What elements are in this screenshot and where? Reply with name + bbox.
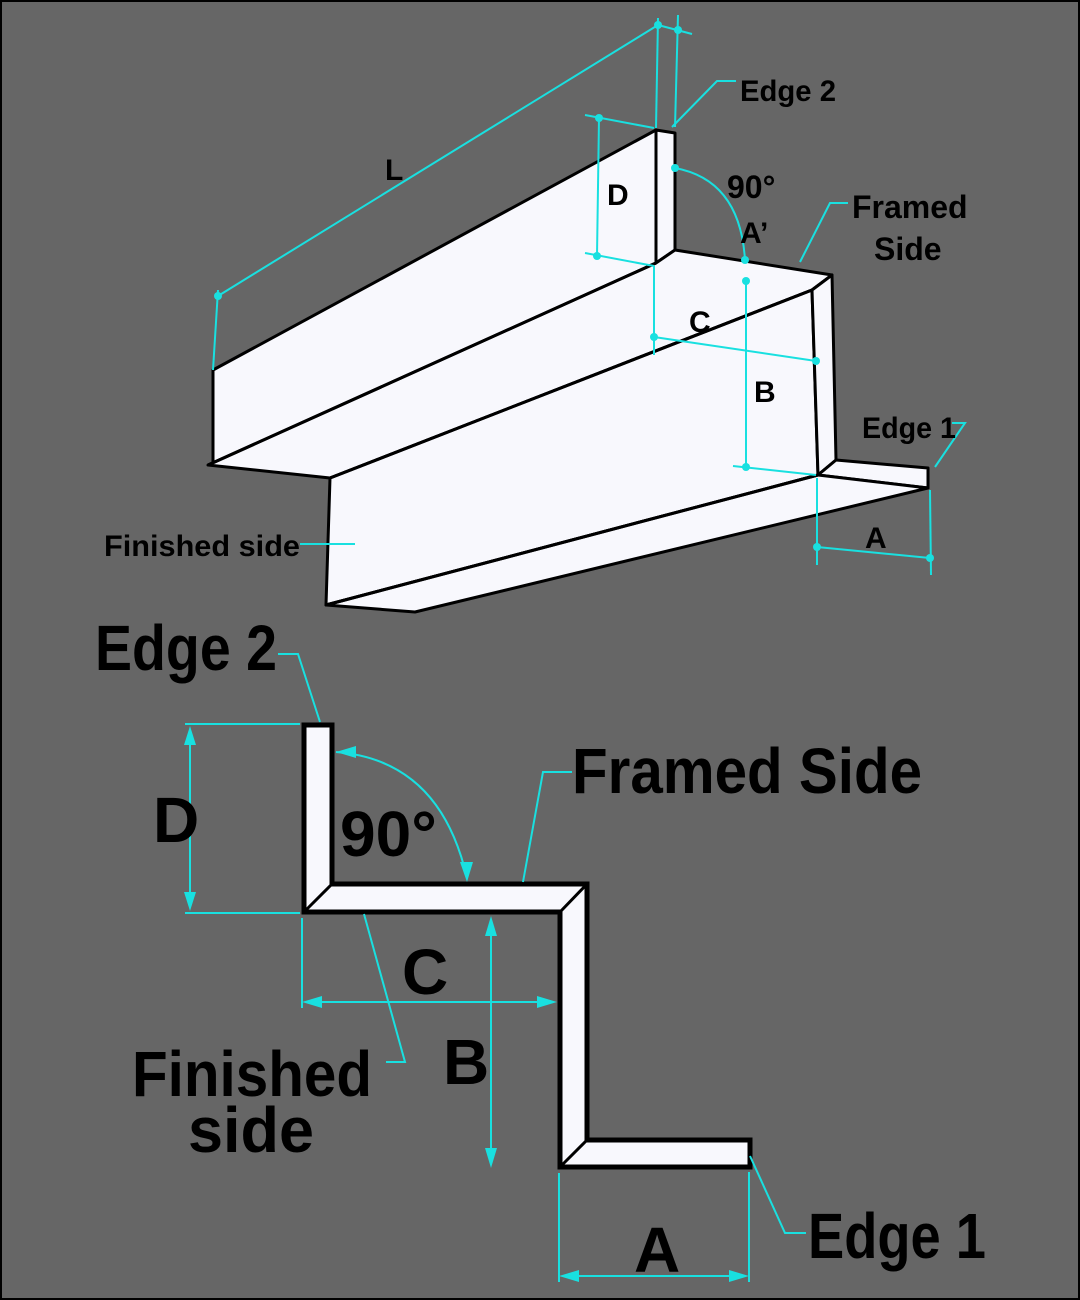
iso-edge2-end	[654, 128, 677, 265]
label-angle-name: A’	[740, 217, 768, 250]
isometric-view: L Edge 2 D 90° A’ Framed Side C	[104, 14, 968, 614]
label-finished-side-profile-1: Finished	[132, 1038, 372, 1110]
label-c-profile: C	[402, 936, 448, 1008]
dim-d-iso	[584, 114, 655, 267]
iso-b-end	[810, 273, 838, 477]
label-c-iso: C	[689, 306, 711, 339]
label-finished-side-profile-2: side	[188, 1094, 314, 1166]
label-b-profile: B	[443, 1026, 489, 1098]
label-framed-side-profile: Framed Side	[572, 735, 922, 807]
label-b-iso: B	[754, 376, 776, 409]
label-l: L	[385, 154, 403, 187]
label-d-iso: D	[607, 179, 629, 212]
dim-a-profile	[558, 1172, 750, 1282]
label-framed-side-iso-2: Side	[874, 231, 942, 267]
label-edge2-profile: Edge 2	[95, 612, 277, 684]
label-d-profile: D	[153, 784, 199, 856]
dim-a-iso	[813, 478, 934, 576]
label-finished-side-iso: Finished side	[104, 530, 300, 563]
z-profile	[301, 722, 753, 1170]
dim-b-iso	[732, 277, 817, 476]
label-edge2-iso: Edge 2	[740, 75, 836, 108]
label-edge1-iso: Edge 1	[862, 412, 956, 445]
label-a-profile: A	[634, 1214, 680, 1286]
dim-b-profile	[485, 916, 497, 1168]
label-angle-iso: 90°	[727, 169, 775, 205]
dim-c-iso	[650, 266, 820, 365]
label-edge1-profile: Edge 1	[808, 1200, 986, 1272]
dim-d-profile	[184, 723, 300, 914]
dim-l	[212, 14, 693, 371]
profile-view: Edge 2 D 90° Framed Side C Finished	[95, 612, 986, 1286]
label-angle-profile: 90°	[340, 798, 437, 870]
label-a-iso: A	[865, 522, 887, 555]
label-framed-side-iso-1: Framed	[852, 189, 968, 225]
dim-c-profile	[301, 918, 557, 1008]
